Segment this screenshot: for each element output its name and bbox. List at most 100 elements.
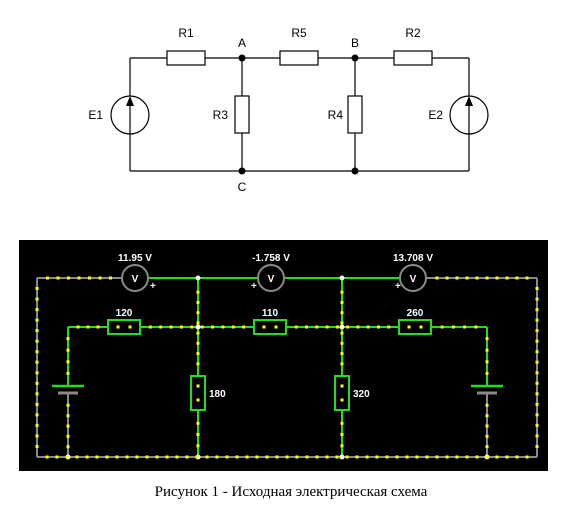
current-dot xyxy=(405,455,409,459)
resistor-r2 xyxy=(393,50,433,66)
label-r2: R2 xyxy=(405,26,421,40)
current-dot xyxy=(485,337,489,341)
current-dot xyxy=(66,360,70,364)
current-dot xyxy=(245,455,249,459)
current-dot xyxy=(340,384,344,388)
current-dot xyxy=(455,455,459,459)
resistor-180[interactable] xyxy=(190,375,206,411)
current-dot xyxy=(485,445,489,449)
current-dot xyxy=(95,455,99,459)
current-dot xyxy=(535,413,539,417)
current-dot xyxy=(377,325,380,329)
current-dot xyxy=(535,445,539,448)
resistor-120-label: 120 xyxy=(116,308,133,319)
current-dot xyxy=(535,350,539,354)
resistor-110[interactable] xyxy=(253,319,287,335)
circuit-schematic xyxy=(129,57,470,172)
current-dot xyxy=(65,455,69,459)
resistor-260[interactable] xyxy=(398,319,432,335)
current-dot xyxy=(66,445,70,449)
current-dot xyxy=(262,325,266,329)
battery-left xyxy=(52,384,84,395)
current-dot xyxy=(215,455,219,459)
current-dot xyxy=(535,434,539,438)
current-dot xyxy=(515,455,519,459)
current-dot xyxy=(325,325,329,329)
current-dot xyxy=(294,325,298,329)
current-dot xyxy=(66,403,70,407)
current-dot xyxy=(66,371,70,375)
current-dot xyxy=(196,321,200,325)
current-dot xyxy=(35,287,39,290)
current-dot xyxy=(45,455,49,459)
current-dot xyxy=(485,424,489,428)
resistor-320[interactable] xyxy=(334,375,350,411)
battery-right xyxy=(471,384,503,395)
current-dot xyxy=(495,276,499,280)
voltmeter-left[interactable]: V xyxy=(121,264,149,292)
current-dot xyxy=(340,398,344,402)
current-dot xyxy=(366,325,370,329)
current-dot xyxy=(355,455,359,459)
current-dot xyxy=(145,455,149,459)
current-dot xyxy=(475,276,479,280)
current-dot xyxy=(385,455,389,459)
current-dot xyxy=(485,414,489,418)
current-dot xyxy=(315,325,319,329)
current-dot xyxy=(535,392,539,396)
current-dot xyxy=(475,455,479,459)
resistor-r1 xyxy=(166,50,206,66)
current-dot xyxy=(525,276,529,280)
current-dot xyxy=(196,444,200,448)
current-dot xyxy=(485,434,489,438)
current-dot xyxy=(190,325,194,329)
label-r3: R3 xyxy=(213,108,229,122)
current-dot xyxy=(35,350,39,354)
current-dot xyxy=(535,329,539,333)
current-dot xyxy=(340,421,344,425)
current-dot xyxy=(169,325,173,329)
resistor-120[interactable] xyxy=(107,319,141,335)
voltmeter-left-plus: + xyxy=(150,281,156,292)
current-dot xyxy=(265,455,269,459)
current-dot xyxy=(35,308,39,312)
label-node-a: A xyxy=(238,36,246,50)
current-dot xyxy=(46,276,49,280)
current-dot xyxy=(85,455,89,459)
current-dot xyxy=(159,325,163,329)
current-dot xyxy=(274,325,278,329)
current-dot xyxy=(465,455,469,459)
current-dot xyxy=(495,455,499,459)
label-r4: R4 xyxy=(328,108,344,122)
node-c-dot-right xyxy=(351,167,359,175)
label-r5: R5 xyxy=(291,26,307,40)
current-dot xyxy=(66,424,70,428)
current-dot xyxy=(66,348,70,352)
current-dot xyxy=(196,331,200,335)
current-dot xyxy=(463,325,467,329)
current-dot xyxy=(105,455,109,459)
resistor-260-label: 260 xyxy=(407,308,424,319)
current-dot xyxy=(35,360,39,364)
voltmeter-middle[interactable]: V xyxy=(257,264,285,292)
current-dot xyxy=(340,352,344,356)
current-dot xyxy=(535,381,539,385)
current-dot xyxy=(535,287,539,290)
current-dot xyxy=(88,276,91,280)
source-e1 xyxy=(110,95,150,135)
current-dot xyxy=(196,384,200,388)
current-dot xyxy=(35,392,39,396)
current-dot xyxy=(340,300,344,304)
label-e2: E2 xyxy=(428,108,443,122)
current-dot xyxy=(340,341,344,345)
current-dot xyxy=(180,325,183,329)
current-dot xyxy=(211,325,214,329)
current-dot xyxy=(345,455,349,459)
current-dot xyxy=(86,325,90,329)
current-dot xyxy=(66,434,70,438)
voltmeter-right[interactable]: V xyxy=(399,264,427,292)
current-dot xyxy=(387,325,391,329)
voltmeter-middle-value: -1.758 V xyxy=(252,253,290,264)
current-dot xyxy=(148,325,152,329)
current-dot xyxy=(325,455,329,459)
